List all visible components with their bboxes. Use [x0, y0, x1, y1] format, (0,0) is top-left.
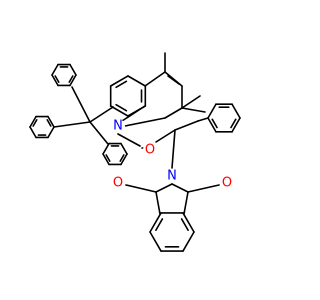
phenyl-trityl-bottom-bond: [120, 153, 128, 166]
dihydro-bond-5: [121, 105, 146, 122]
phthalimide-benzo-ring-inner-bond: [155, 218, 164, 232]
phenyl-benzyl-bond: [207, 117, 217, 133]
atom-label-o-amide: O: [145, 143, 155, 158]
phenyl-trityl-top-bond: [51, 63, 59, 76]
alpha-carbon-bond: [155, 129, 176, 143]
phenyl-trityl-bottom-bond: [102, 153, 110, 166]
trityl-bond-bottom: [89, 121, 109, 145]
atom-n-quinoline: N: [111, 119, 125, 134]
imide-ring-left: [155, 191, 161, 215]
atom-labels: N N O O O: [111, 119, 234, 191]
phenyl-trityl-left-bond: [29, 126, 37, 139]
phenyl-trityl-top-bond: [69, 63, 77, 76]
alpha-to-imide-bond: [171, 129, 176, 169]
phenyl-benzyl-bond: [207, 103, 217, 119]
atom-label-n-phthalimide: N: [167, 169, 177, 184]
phenyl-benzyl-inner-bond: [230, 118, 237, 129]
atom-o-amide: O: [143, 143, 157, 158]
phenyl-trityl-left-bond: [47, 126, 55, 139]
phthalimide-benzo-ring-bond: [182, 212, 195, 233]
quinoline-benzo-ring-inner-bond: [115, 80, 128, 89]
phenyl-benzyl-bond: [231, 117, 241, 133]
dihydro-double-bond: [167, 75, 180, 85]
bond-lines: [29, 52, 241, 252]
trityl-bond-top: [71, 86, 91, 123]
atom-n-phthalimide: N: [165, 169, 179, 184]
imide-ring-right: [183, 191, 189, 215]
phenyl-trityl-left-bond: [29, 115, 37, 128]
phenyl-benzyl-inner-bond: [211, 118, 218, 129]
amide-bond: [117, 133, 141, 147]
trityl-bond-left: [53, 121, 91, 128]
phenyl-trityl-bottom-inner-bond: [105, 154, 111, 162]
methyl-bond-gem2: [181, 107, 206, 113]
imide-carbonyl-left: [125, 184, 157, 193]
dihydro-bond-1: [144, 71, 166, 87]
quinoline-benzo-ring-bond: [109, 105, 129, 117]
phthalimide-benzo-ring-inner-bond: [180, 218, 189, 232]
atom-label-o-imide-left: O: [113, 176, 123, 191]
imide-carbonyl-right: [187, 184, 220, 193]
phenyl-trityl-top-bond: [51, 74, 59, 87]
atom-label-n-quinoline: N: [113, 119, 123, 134]
phthalimide-benzo-ring-bond: [182, 231, 195, 252]
phenyl-trityl-left-bond: [47, 115, 55, 128]
atom-o-imide-right: O: [220, 176, 234, 191]
atom-o-imide-left: O: [111, 176, 125, 191]
benzyl-ch2-bond: [197, 117, 209, 122]
methyl-bond-gem1: [181, 95, 201, 109]
imide-bond-right: [171, 183, 189, 193]
dihydro-bond-6: [124, 117, 166, 127]
phenyl-trityl-left-inner-bond: [32, 119, 38, 127]
molecule-structure-diagram: N N O O O: [29, 52, 241, 252]
phthalimide-benzo-ring-bond: [149, 212, 162, 233]
quinoline-benzo-ring-bond: [127, 75, 147, 87]
phenyl-trityl-top-bond: [69, 74, 77, 87]
quinoline-benzo-ring-inner-bond: [115, 103, 128, 112]
benzyl-bond: [174, 120, 199, 131]
atom-label-o-imide-right: O: [222, 176, 232, 191]
phenyl-benzyl-bond: [231, 103, 241, 119]
imide-bond-left: [155, 183, 173, 193]
phenyl-trityl-left-inner-bond: [46, 119, 52, 127]
phenyl-trityl-bottom-bond: [120, 142, 128, 155]
phenyl-trityl-bottom-inner-bond: [119, 154, 125, 162]
phenyl-trityl-top-inner-bond: [68, 75, 74, 83]
phenyl-trityl-top-inner-bond: [54, 75, 60, 83]
trityl-to-quinoline-bond: [89, 106, 114, 123]
phenyl-trityl-bottom-bond: [102, 142, 110, 155]
phthalimide-benzo-ring-bond: [149, 231, 162, 252]
dihydro-bond-4: [164, 107, 183, 119]
quinoline-benzo-ring-bond: [109, 75, 129, 87]
